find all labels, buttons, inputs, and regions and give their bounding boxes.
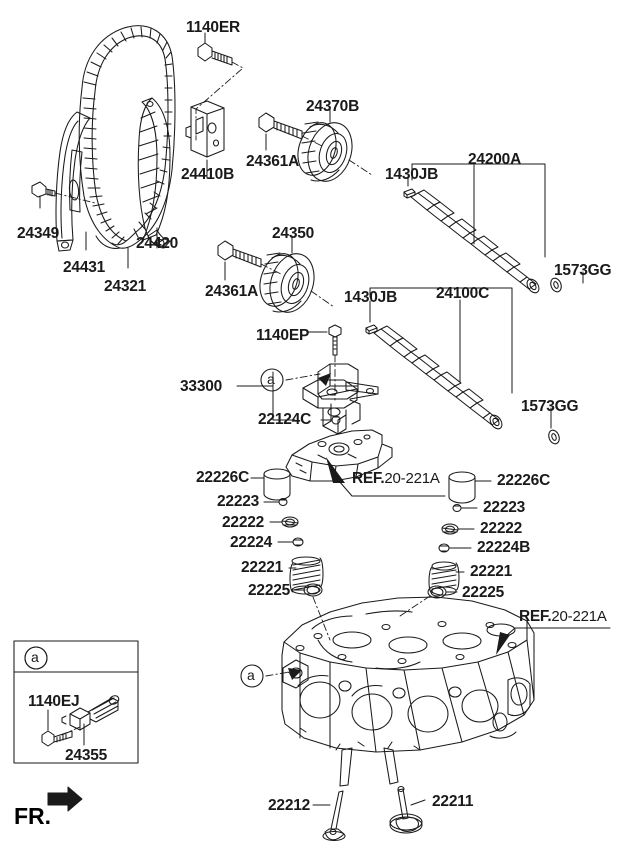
retainer-lock-22223-right (452, 503, 462, 513)
bolt-24361A-lower (217, 240, 262, 268)
spring-seat-22225-right (427, 585, 447, 599)
callout-22223-left[interactable]: 22223 (217, 493, 260, 510)
callout-22224[interactable]: 22224 (230, 534, 273, 551)
callout-22221-right[interactable]: 22221 (470, 563, 513, 580)
callout-22224B[interactable]: 22224B (477, 539, 531, 556)
callout-22211[interactable]: 22211 (432, 793, 474, 810)
callout-1573GG-lower[interactable]: 1573GG (521, 398, 579, 415)
camshaft-24200A (410, 189, 540, 294)
callout-22223-right[interactable]: 22223 (483, 499, 526, 516)
callout-24349[interactable]: 24349 (17, 225, 60, 242)
chain-guide-24431 (55, 111, 91, 252)
callout-22124C[interactable]: 22124C (258, 411, 312, 428)
chain-lower-segment (95, 235, 127, 249)
callout-1430JB-upper[interactable]: 1430JB (385, 166, 439, 183)
seal-1573GG-upper (550, 277, 562, 293)
chain-tensioner-24410B (185, 100, 225, 158)
ref-value-lower: 20-221A (551, 608, 607, 625)
tappet-22226C-left (263, 468, 291, 501)
marker-a-inset-label: a (31, 649, 39, 665)
ref-value-upper: 20-221A (384, 470, 440, 487)
tappet-22226C-right (448, 471, 476, 504)
ref-label-lower[interactable]: REF.20-221A (519, 609, 607, 625)
bolt-24349 (31, 181, 56, 198)
camshaft-24100C (373, 325, 503, 430)
callout-24410B[interactable]: 24410B (181, 166, 235, 183)
ref-prefix-upper: REF. (352, 470, 385, 487)
bolt-24361A-upper (258, 112, 303, 140)
ocv-filter-24355 (61, 695, 120, 731)
stem-seal-22224B (438, 543, 450, 553)
callout-24100C[interactable]: 24100C (436, 285, 490, 302)
callout-24350[interactable]: 24350 (272, 225, 315, 242)
callout-22226C-left[interactable]: 22226C (196, 469, 250, 486)
spring-retainer-22222-right (441, 523, 459, 535)
valve-exhaust-22212 (322, 790, 346, 842)
bolt-1140EP (328, 324, 342, 356)
spring-seat-22225-left (303, 583, 323, 597)
callout-22225-left[interactable]: 22225 (248, 582, 291, 599)
retainer-lock-22223-left (278, 497, 288, 507)
oil-control-valve-33300 (302, 363, 379, 435)
cvvt-sprocket-24350 (259, 252, 315, 313)
timing-chain-24321 (78, 25, 176, 249)
key-1430JB-upper (403, 188, 416, 199)
valve-intake-22211 (389, 785, 423, 834)
callout-1140EJ[interactable]: 1140EJ (28, 693, 80, 710)
callout-24200A[interactable]: 24200A (468, 151, 522, 168)
callout-24370B[interactable]: 24370B (306, 98, 360, 115)
stem-seal-22224 (292, 537, 304, 547)
bolt-1140ER (197, 42, 233, 66)
callout-1140EP[interactable]: 1140EP (256, 327, 310, 344)
marker-a-head-label: a (247, 667, 255, 683)
callout-33300[interactable]: 33300 (180, 378, 223, 395)
spring-retainer-22222-left (281, 516, 299, 528)
front-indicator-label: FR. (14, 803, 52, 829)
callout-22212[interactable]: 22212 (268, 797, 311, 814)
callout-24431[interactable]: 24431 (63, 259, 106, 276)
callout-1430JB-lower[interactable]: 1430JB (344, 289, 398, 306)
callout-24361A-lower[interactable]: 24361A (205, 283, 259, 300)
ref-prefix-lower: REF. (519, 608, 552, 625)
callout-22222-left[interactable]: 22222 (222, 514, 265, 531)
callout-22221-left[interactable]: 22221 (241, 559, 284, 576)
callout-24321[interactable]: 24321 (104, 278, 147, 295)
tensioner-arm-24420 (137, 97, 171, 249)
valve-spring-22221-right (428, 561, 460, 596)
gasket-22124C (331, 415, 341, 425)
callout-1140ER[interactable]: 1140ER (186, 19, 240, 36)
marker-a-assembly-label: a (267, 371, 275, 387)
callout-24355[interactable]: 24355 (65, 747, 108, 764)
callout-1573GG-upper[interactable]: 1573GG (554, 262, 612, 279)
callout-22226C-right[interactable]: 22226C (497, 472, 551, 489)
cylinder-head (281, 596, 535, 753)
bolt-1140EJ (41, 730, 73, 747)
callout-24361A-upper[interactable]: 24361A (246, 153, 300, 170)
front-arrow-shape (47, 786, 83, 812)
cvvt-sprocket-24370B (297, 121, 353, 182)
callout-24420[interactable]: 24420 (136, 235, 179, 252)
seal-1573GG-lower (548, 429, 560, 445)
callout-22222-right[interactable]: 22222 (480, 520, 523, 537)
callout-22225-right[interactable]: 22225 (462, 584, 505, 601)
ref-label-upper[interactable]: REF.20-221A (352, 471, 440, 487)
valve-guides (335, 741, 399, 787)
camshaft-bearing-cap (285, 429, 393, 482)
